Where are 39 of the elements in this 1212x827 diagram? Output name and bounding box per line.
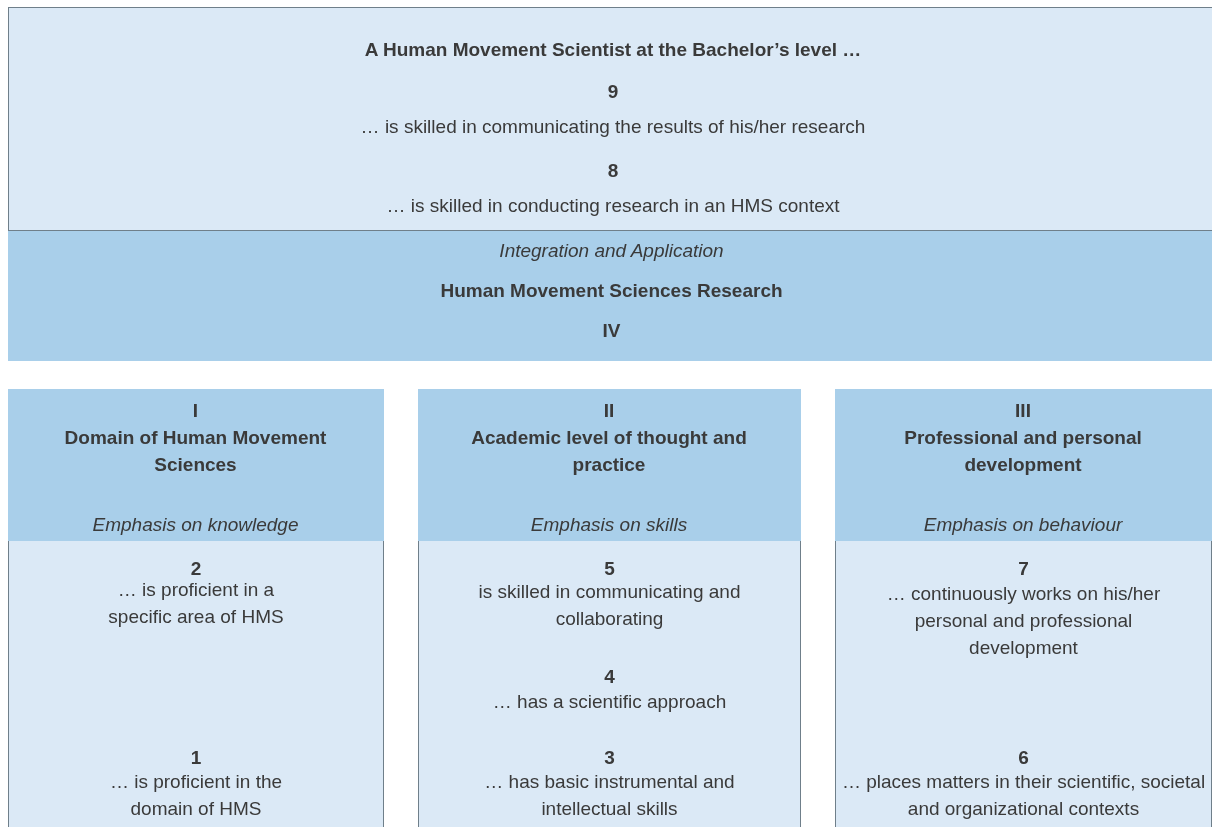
outcome-number: 6 [1018,746,1029,770]
column-panel [8,389,384,827]
outcome-number: 9 [607,80,619,104]
band-title: Human Movement Sciences Research [440,278,783,303]
outcome-panel [8,7,1212,361]
emphasis-note: Emphasis on skills [530,512,688,537]
outcome-number: 7 [1018,557,1029,581]
outcome-number: 2 [190,557,202,581]
heading: A Human Movement Scientist at the Bachelor’s level … [364,38,862,62]
column-title: Domain of Human Movement Sciences [63,425,328,477]
outcome-text: … is proficient in a specific area of HMS [107,578,285,629]
roman-numeral: IV [602,318,621,343]
band-subtitle: Integration and Application [499,238,724,263]
outcome-number: 5 [604,557,615,581]
outcome-number: 8 [607,159,619,183]
column-title: Professional and personal development [903,425,1143,477]
column-title: Academic level of thought and practice [470,425,748,477]
roman-numeral: I [192,398,199,423]
roman-numeral: II [603,398,615,423]
outcome-text: … has a scientific approach [492,690,727,714]
outcome-text: … continuously works on his/her personal and professional development [885,582,1162,660]
emphasis-note: Emphasis on knowledge [92,512,299,537]
outcome-number: 1 [190,746,202,770]
outcome-text: is skilled in communicating and collaborating [477,580,742,631]
emphasis-note: Emphasis on behaviour [923,512,1123,537]
column-header [417,388,801,541]
column-panel [418,389,801,827]
roman-numeral: III [1015,398,1031,423]
column-panel [835,389,1212,827]
outcome-text: … is proficient in the domain of HMS [108,770,284,821]
research-band [7,229,1212,361]
outcome-number: 3 [604,746,615,770]
column-header [7,388,384,541]
outcome-text: … has basic instrumental and intellectual skills [483,770,736,821]
column-header [834,388,1212,541]
outcome-text: … places matters in their scientific, societal and organizational contexts [840,770,1207,821]
outcome-text: … is skilled in conducting research in an HMS context [386,194,840,218]
outcome-text: … is skilled in communicating the results of his/her research [360,115,866,139]
outcome-number: 4 [604,665,615,689]
